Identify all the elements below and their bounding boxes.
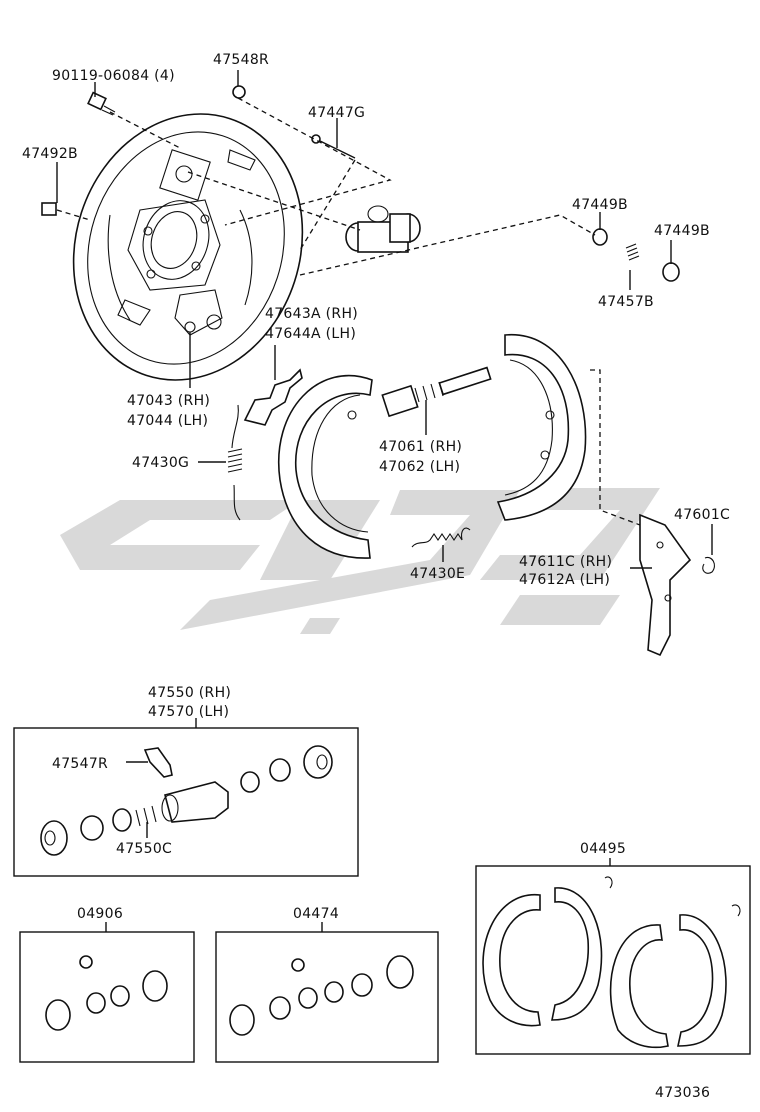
kit-04495-box: [475, 858, 751, 1055]
label-adjuster-lh: 47062 (LH): [379, 459, 460, 475]
label-kit-a: 04906: [77, 906, 123, 922]
label-nut: 47492B: [22, 146, 78, 162]
label-adjuster-rh: 47061 (RH): [379, 439, 462, 455]
assembly-guide-lines: [56, 97, 641, 526]
cup-2: [303, 745, 333, 779]
boot-a: [592, 228, 608, 246]
label-strut-rh: 47643A (RH): [265, 306, 358, 322]
label-cyl-spring: 47550C: [116, 841, 172, 857]
wheel-cylinder-assembly: [345, 205, 421, 253]
part-labels: 90119-06084 (4) 47548R 47447G 47492B 474…: [22, 52, 730, 1101]
leader-lines: [56, 70, 713, 838]
cup-1: [40, 820, 68, 856]
label-bleeder-plug: 47547R: [52, 756, 108, 772]
label-return-spring: 47430G: [132, 455, 189, 471]
bolt: [87, 91, 116, 116]
label-lever-lh: 47612A (LH): [519, 572, 610, 588]
boot-b: [662, 262, 680, 282]
label-plate-rh: 47043 (RH): [127, 393, 210, 409]
label-kit-shoes: 04495: [580, 841, 626, 857]
cylinder-body: [164, 781, 229, 823]
label-cyl-lh: 47570 (LH): [148, 704, 229, 720]
label-lever-rh: 47611C (RH): [519, 554, 612, 570]
bleeder-cap: [232, 85, 246, 99]
adjuster: [381, 366, 492, 418]
label-pin: 47447G: [308, 105, 365, 121]
backing-plate: [72, 113, 304, 381]
return-spring: [227, 404, 243, 521]
label-clip: 47601C: [674, 507, 730, 523]
cyl-spring: [135, 805, 157, 827]
brake-shoe-left: [277, 374, 373, 559]
page-number: 473036: [655, 1085, 710, 1101]
label-cyl-rh: 47550 (RH): [148, 685, 231, 701]
label-small-spring: 47457B: [598, 294, 654, 310]
piston-1: [80, 815, 104, 841]
watermark-logo: [60, 488, 660, 634]
label-strut-lh: 47644A (LH): [265, 326, 356, 342]
wheel-cylinder-kit-box: [13, 718, 359, 877]
label-bolt: 90119-06084 (4): [52, 68, 175, 84]
label-boot-a: 47449B: [572, 197, 628, 213]
label-adjuster-spring: 47430E: [410, 566, 465, 582]
kit-04906-box: [19, 922, 195, 1063]
seal-1: [112, 808, 132, 832]
kit-04474-box: [215, 922, 439, 1063]
label-kit-b: 04474: [293, 906, 339, 922]
label-bleeder-cap: 47548R: [213, 52, 269, 68]
adjuster-spring: [411, 527, 471, 548]
label-boot-b: 47449B: [654, 223, 710, 239]
small-spring: [625, 243, 640, 261]
brake-shoe-right: [496, 334, 587, 521]
parking-lever: [639, 513, 692, 657]
nut: [41, 202, 57, 216]
piston-2: [269, 758, 291, 782]
pin: [311, 134, 356, 159]
seal-2: [240, 771, 260, 793]
bleeder-screw: [143, 747, 173, 778]
strut: [243, 368, 303, 426]
clip: [702, 556, 715, 574]
label-plate-lh: 47044 (LH): [127, 413, 208, 429]
